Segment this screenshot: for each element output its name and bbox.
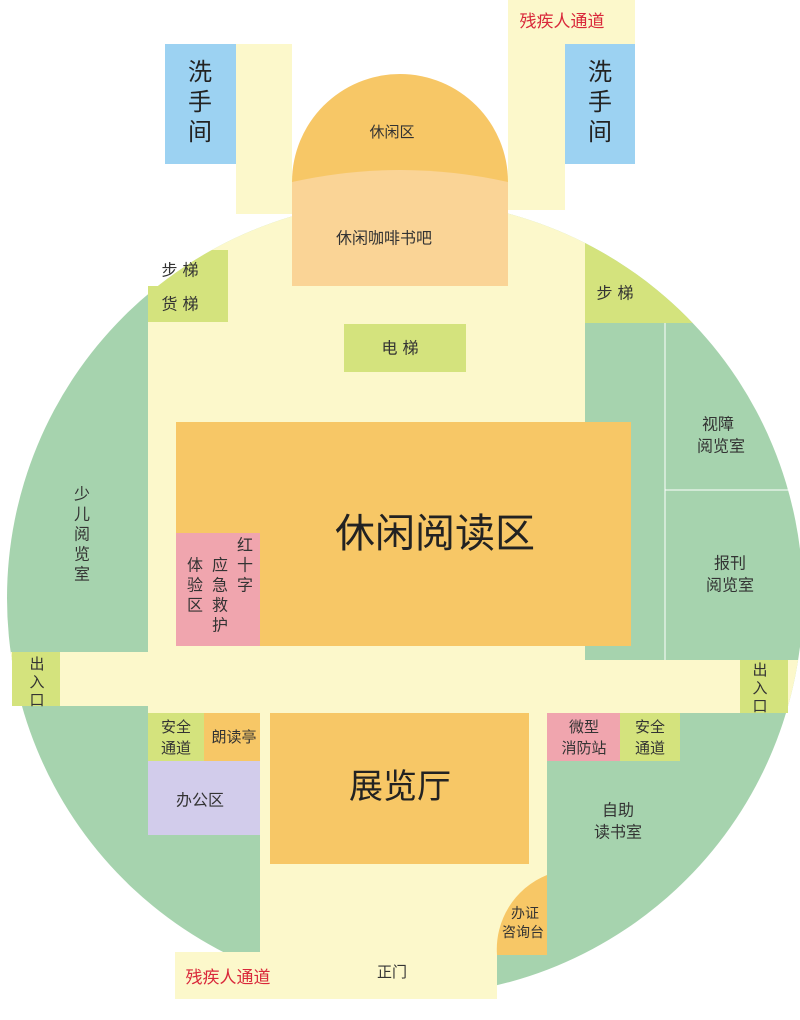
cafe-area <box>292 170 508 286</box>
red-cross-col3-3: 字 <box>237 576 253 595</box>
elevator-label: 电 梯 <box>381 339 418 358</box>
red-cross-area <box>176 533 260 646</box>
safety-left-label-2: 通道 <box>161 739 191 757</box>
children-room-label-2: 儿 <box>74 505 90 524</box>
red-cross-col1-1: 体 <box>187 556 203 575</box>
safety-channel-right <box>620 713 680 761</box>
exit-left-label-2: 入 <box>29 673 44 691</box>
recital-label: 朗读亭 <box>211 728 256 746</box>
card-desk-label-2: 咨询台 <box>502 925 544 941</box>
restroom-right <box>565 44 635 164</box>
children-room-label-1: 少 <box>74 485 90 504</box>
fire-station <box>547 713 620 761</box>
safety-right-label-2: 通道 <box>635 739 665 757</box>
exit-left <box>12 652 60 706</box>
exit-right-label-2: 入 <box>752 679 767 697</box>
fire-station-label-1: 微型 <box>569 718 599 736</box>
restroom-left-label-2: 手 <box>188 88 212 116</box>
exit-left-label-3: 口 <box>29 691 44 709</box>
red-cross-col1-3: 区 <box>187 596 203 615</box>
recital-booth <box>204 713 260 761</box>
red-cross-col2-2: 急 <box>212 576 228 595</box>
rest-area-label: 休闲区 <box>369 123 414 141</box>
newspaper-label-1: 报刊 <box>714 554 746 573</box>
freight-elevator-label: 货 梯 <box>161 295 198 314</box>
office-label: 办公区 <box>176 791 224 810</box>
exit-right <box>740 660 788 713</box>
red-cross-col3-1: 红 <box>237 536 253 555</box>
red-cross-col2-3: 救 <box>212 596 228 615</box>
self-service-label-2: 读书室 <box>594 823 642 842</box>
safety-left-label-1: 安全 <box>161 718 191 736</box>
cafe-label: 休闲咖啡书吧 <box>336 229 432 248</box>
freight-elevator <box>148 286 228 322</box>
safety-channel-left <box>148 713 204 761</box>
self-service-label-1: 自助 <box>602 801 634 820</box>
red-cross-col2-4: 护 <box>212 616 228 635</box>
restroom-right-label-1: 洗 <box>588 58 612 86</box>
corridor-top-right-shaft <box>508 40 565 210</box>
children-room-label-4: 览 <box>74 545 90 564</box>
visual-impaired-label-2: 阅览室 <box>697 437 745 456</box>
safety-right-label-1: 安全 <box>635 718 665 736</box>
restroom-left <box>165 44 236 164</box>
stairs-right <box>585 205 800 323</box>
red-cross-col1-2: 验 <box>187 576 203 595</box>
exit-left-label-1: 出 <box>29 655 44 673</box>
red-cross-col3-2: 十 <box>237 556 253 575</box>
restroom-left-label-1: 洗 <box>188 58 212 86</box>
main-reading-label: 休闲阅读区 <box>335 511 535 557</box>
elevator-block <box>344 324 466 372</box>
accessible-top-label: 残疾人通道 <box>520 12 605 32</box>
office-area <box>148 761 260 835</box>
children-room-label-5: 室 <box>74 565 90 584</box>
accessible-bottom-label: 残疾人通道 <box>186 968 271 988</box>
card-desk <box>496 875 547 955</box>
stairs-left-label: 步 梯 <box>161 261 198 280</box>
exhibition-hall <box>270 713 529 864</box>
children-room-label-3: 阅 <box>74 525 90 544</box>
main-gate-label: 正门 <box>377 963 407 981</box>
visual-impaired-label-1: 视障 <box>702 415 734 434</box>
card-desk-label-1: 办证 <box>511 906 539 922</box>
stairs-right-label: 步 梯 <box>596 284 633 303</box>
corridor-top-right <box>508 0 635 44</box>
exit-right-label-1: 出 <box>752 661 767 679</box>
restroom-right-label-3: 间 <box>588 118 612 146</box>
corridor-gate-bottom <box>175 952 497 999</box>
restroom-right-label-2: 手 <box>588 88 612 116</box>
restroom-left-label-3: 间 <box>188 118 212 146</box>
fire-station-label-2: 消防站 <box>561 739 606 757</box>
red-cross-col2-1: 应 <box>212 556 228 575</box>
exhibition-label: 展览厅 <box>349 767 451 807</box>
corridor-top-left <box>236 44 292 214</box>
newspaper-label-2: 阅览室 <box>706 576 754 595</box>
exit-right-label-3: 口 <box>752 697 767 715</box>
